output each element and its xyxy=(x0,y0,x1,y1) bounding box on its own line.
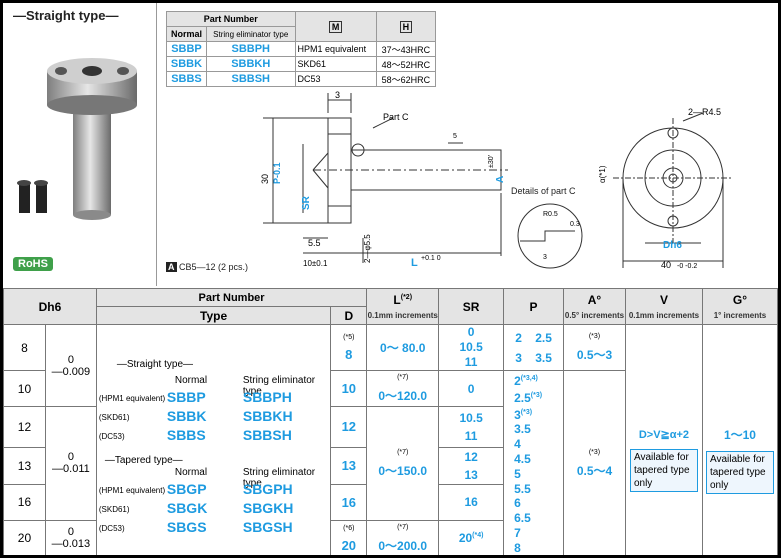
screw-note-text: CB5—12 (2 pcs.) xyxy=(179,262,249,272)
header-title: —Straight type— xyxy=(13,8,119,23)
table-row: SBBP SBBPH HPM1 equivalent 37～43HRC xyxy=(166,41,437,57)
screw-note: A CB5—12 (2 pcs.) xyxy=(166,262,248,272)
dim-30: 30 xyxy=(260,174,270,184)
pt-normal-head: Normal xyxy=(166,26,207,42)
g-value: 1～10 xyxy=(723,428,756,443)
head-v-sub: 0.1mm increments xyxy=(628,310,700,320)
front-view-drawing: 2—R4.5 α(*1) Dh6 40 -0 -0.2 xyxy=(598,107,733,270)
dim-l: L xyxy=(411,257,418,269)
head-dh6: Dh6 xyxy=(3,288,97,325)
head-sr: SR xyxy=(438,288,505,325)
head-partnumber: Part Number xyxy=(95,288,368,307)
table-row: SBBS SBBSH DC53 58～62HRC xyxy=(166,71,437,87)
dim-l-tol: +0.1 0 xyxy=(421,255,441,262)
material-table: Part Number M H Normal String eliminator… xyxy=(166,11,437,87)
dim-3: 3 xyxy=(335,90,340,100)
detail-r05: R0.5 xyxy=(543,211,558,218)
v-avail: Available for tapered type only xyxy=(629,449,698,493)
table-row: 16 16 16 xyxy=(3,483,778,521)
head-p: P xyxy=(503,288,565,325)
head-a: A° xyxy=(587,292,602,307)
dim-r45: 2—R4.5 xyxy=(688,107,721,117)
dim-sr: SR xyxy=(301,195,312,210)
dim-dh6: Dh6 xyxy=(663,240,682,251)
dim-alpha: α(*1) xyxy=(598,165,607,183)
header-divider xyxy=(156,3,157,286)
table-row: 20 0 —0.013 (*6)20 (*7)0～200.0 20(*4) xyxy=(3,519,778,555)
dim-40-tol: -0 -0.2 xyxy=(677,263,697,270)
head-v: V xyxy=(659,292,668,307)
pt-string-head: String eliminator type xyxy=(205,26,296,42)
detail-03: 0.3 xyxy=(570,221,580,228)
pt-h-head: H xyxy=(399,20,413,33)
head-l-sub: 0.1mm increments xyxy=(367,310,438,320)
page: —Straight type— RoHS Part Number M H Nor… xyxy=(3,3,778,555)
dim-5-5: 5.5 xyxy=(308,238,321,248)
detail-drawing: R0.5 0.3 3 xyxy=(517,203,583,269)
dim-ang: ±30' xyxy=(488,155,495,168)
head-g-sub: 1° increments xyxy=(713,310,767,320)
dim-a: A xyxy=(495,176,506,183)
type-cell: —Straight type— Normal String eliminator… xyxy=(95,324,332,555)
table-row: 8 0 —0.009 —Straight type— Normal String… xyxy=(3,324,778,555)
head-a-sub: 0.5° increments xyxy=(564,310,625,320)
head-g: G° xyxy=(732,292,748,307)
screw-note-tag: A xyxy=(166,262,177,272)
head-d: D xyxy=(330,306,368,325)
head-l: L xyxy=(393,292,401,307)
pt-partnumber-head: Part Number xyxy=(166,11,296,27)
spec-table: Dh6 Part Number L(*2)0.1mm increments SR… xyxy=(3,288,778,555)
table-row: 10 10 (*7)0～120.0 0 2(*3,4) 2.5(*3) 3(*3… xyxy=(3,370,778,555)
rohs-badge: RoHS xyxy=(13,257,53,271)
head-type: Type xyxy=(95,306,332,325)
dim-p: P-0.1 xyxy=(272,162,282,184)
dim-40: 40 xyxy=(661,260,671,270)
detail-3: 3 xyxy=(543,254,547,261)
table-row: SBBK SBBKH SKD61 48～52HRC xyxy=(166,56,437,72)
product-image xyxy=(17,58,137,220)
roughness-mark: 5 xyxy=(453,133,457,140)
dim-10: 10±0.1 xyxy=(303,259,328,268)
pt-m-head: M xyxy=(328,20,343,33)
details-label: Details of part C xyxy=(511,186,576,196)
dim-phi: 2—φ5.5 xyxy=(363,234,372,263)
v-value: D>V≧α+2 xyxy=(638,429,690,442)
side-view-drawing: 3 Part C 5 P-0.1 30 SR A ±30' 5.5 10±0.1… xyxy=(260,90,508,269)
g-avail: Available for tapered type only xyxy=(705,451,774,495)
part-c-label: Part C xyxy=(383,112,409,122)
